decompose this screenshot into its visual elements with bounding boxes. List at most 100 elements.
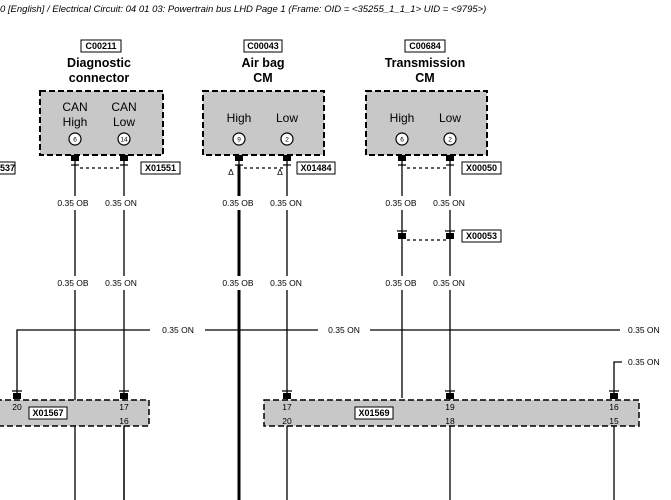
delta-marker: Δ: [277, 167, 283, 177]
trans-pin2-l1: Low: [439, 111, 461, 125]
pin-number: 2: [448, 137, 452, 144]
wire-label: 0.35 ON: [105, 278, 137, 288]
bus-label: 0.35 ON: [628, 325, 660, 335]
pin-circle: [395, 132, 409, 146]
wire-label: 0.35 ON: [270, 198, 302, 208]
left-edge-box: [0, 161, 16, 175]
page-header: 0 [English] / Electrical Circuit: 04 01 …: [0, 4, 486, 15]
trans-code-box: [404, 39, 446, 53]
bus-label: 0.35 ON: [628, 357, 660, 367]
label-mask: [382, 276, 470, 290]
delta-marker: Δ: [228, 167, 234, 177]
bar-pin-number: 16: [609, 402, 619, 412]
x00050-box: [461, 161, 502, 175]
diag-pin1-l2: High: [63, 115, 88, 129]
airbag-code: C00043: [247, 41, 279, 51]
wire-label: 0.35 OB: [385, 278, 417, 288]
bar-pin-number: 20: [282, 416, 292, 426]
wire-label: 0.35 ON: [433, 278, 465, 288]
x01569-label: X01569: [358, 408, 389, 418]
wire-label: 0.35 ON: [270, 278, 302, 288]
x01484-label: X01484: [300, 163, 331, 173]
pin-circle: [232, 132, 246, 146]
x00050-label: X00050: [466, 163, 497, 173]
terminal-tick: [235, 161, 243, 166]
label-mask: [55, 276, 143, 290]
wire-label: 0.35 OB: [222, 198, 254, 208]
terminal: [283, 155, 291, 161]
x01569-box: [354, 406, 394, 420]
pin-circle: [68, 132, 82, 146]
terminal: [71, 155, 79, 161]
bus-label: 0.35 ON: [328, 325, 360, 335]
trans-pin1-l1: High: [390, 111, 415, 125]
pin-number: 6: [73, 137, 77, 144]
terminal-tick: [120, 161, 128, 166]
airbag-component-box: [202, 90, 325, 156]
x01484-box: [296, 161, 336, 175]
pin-number: 2: [285, 137, 289, 144]
terminal-tick: [398, 161, 406, 166]
terminal: [446, 393, 454, 399]
terminal: [398, 233, 406, 239]
x01567-box: [28, 406, 68, 420]
terminal: [13, 393, 21, 399]
diag-pin1-l1: CAN: [62, 100, 87, 114]
terminal-tick: [283, 161, 291, 166]
trans-component-box: [365, 90, 488, 156]
pin-number: 6: [400, 137, 404, 144]
airbag-code-box: [243, 39, 283, 53]
diag-title-2: connector: [69, 71, 130, 85]
terminal: [446, 155, 454, 161]
terminal: [446, 233, 454, 239]
terminal: [610, 393, 618, 399]
pin-circle: [443, 132, 457, 146]
trans-code: C00684: [409, 41, 441, 51]
diag-code-box: [80, 39, 122, 53]
label-mask: [219, 276, 307, 290]
airbag-title-2: CM: [253, 71, 272, 85]
bar-pin-number: 16: [119, 416, 129, 426]
bus-right-branch: [613, 361, 622, 398]
wire-label: 0.35 ON: [433, 198, 465, 208]
wire-label: 0.35 ON: [105, 198, 137, 208]
airbag-pin2-l1: Low: [276, 111, 298, 125]
trans-title-1: Transmission: [385, 56, 466, 70]
bar-pin-number: 17: [119, 402, 129, 412]
terminal: [120, 155, 128, 161]
diag-pin2-l1: CAN: [111, 100, 136, 114]
label-mask: [55, 196, 143, 210]
wire-label: 0.35 OB: [57, 198, 89, 208]
bar-pin-number: 18: [445, 416, 455, 426]
pin-circle: [280, 132, 294, 146]
x00053-box: [461, 229, 502, 243]
diag-code: C00211: [85, 41, 116, 51]
x01567-label: X01567: [32, 408, 63, 418]
pin-number: 14: [120, 137, 128, 144]
wire-label: 0.35 OB: [385, 198, 417, 208]
x01551-box: [140, 161, 181, 175]
bar-pin-number: 15: [609, 416, 619, 426]
terminal: [283, 393, 291, 399]
left-edge-label: 537: [0, 163, 15, 173]
bus-label: 0.35 ON: [162, 325, 194, 335]
diag-pin2-l2: Low: [113, 115, 135, 129]
x00053-label: X00053: [466, 231, 497, 241]
bar-pin-number: 17: [282, 402, 292, 412]
bar-pin-number: 20: [12, 402, 22, 412]
terminal: [235, 155, 243, 161]
wire-label: 0.35 OB: [57, 278, 89, 288]
terminal-tick: [71, 161, 79, 166]
x01569-connector-bar: [263, 399, 640, 427]
airbag-title-1: Air bag: [241, 56, 284, 70]
trans-title-2: CM: [415, 71, 434, 85]
diag-component-box: [39, 90, 164, 156]
terminal-tick: [446, 161, 454, 166]
label-mask: [219, 196, 307, 210]
pin-circle: [117, 132, 131, 146]
terminal: [120, 393, 128, 399]
x01551-label: X01551: [145, 163, 176, 173]
wire-label: 0.35 OB: [222, 278, 254, 288]
bar-pin-number: 19: [445, 402, 455, 412]
